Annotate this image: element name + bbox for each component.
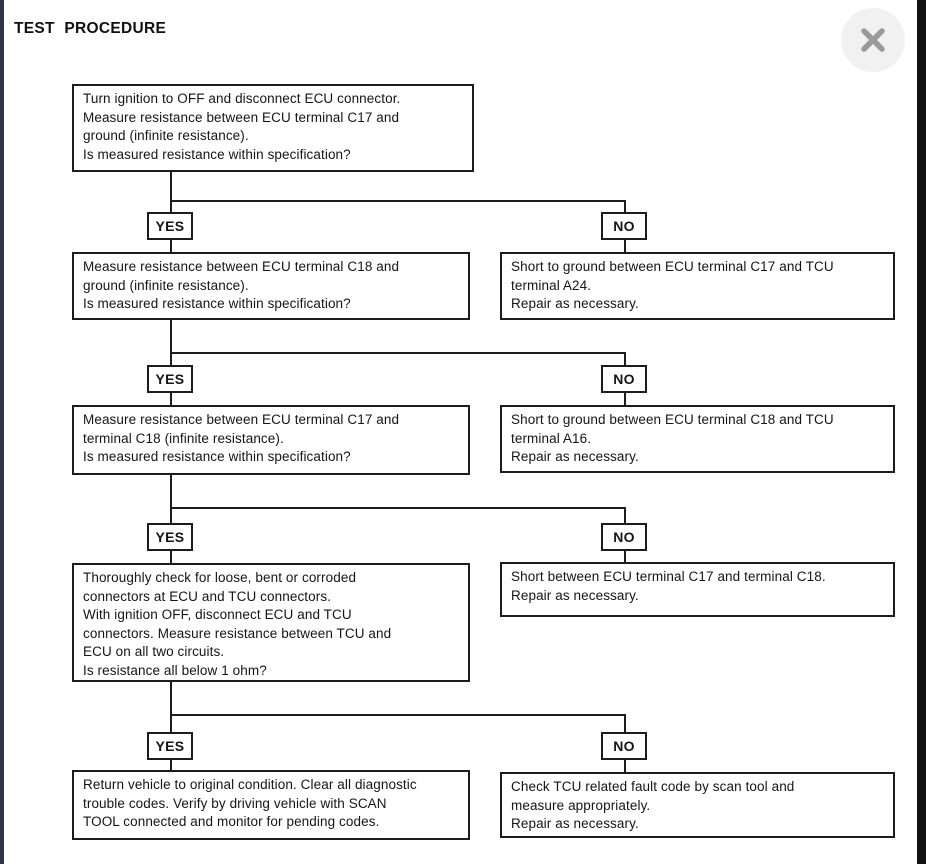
connector-line [624, 507, 626, 523]
step-4-no-action-box: Check TCU related fault code by scan too… [500, 772, 895, 838]
connector-line [624, 760, 626, 772]
yes-badge-1: YES [147, 212, 193, 240]
connector-line [624, 352, 626, 365]
connector-line [170, 714, 626, 716]
step-1-no-action-box: Short to ground between ECU terminal C17… [500, 252, 895, 320]
connector-line [624, 714, 626, 732]
page-title: TEST PROCEDURE [14, 20, 167, 37]
connector-line [170, 320, 172, 365]
connector-line [170, 393, 172, 405]
connector-line [170, 200, 626, 202]
connector-line [170, 760, 172, 770]
step-1-question-box: Turn ignition to OFF and disconnect ECU … [72, 84, 474, 172]
yes-badge-4: YES [147, 732, 193, 760]
connector-line [624, 393, 626, 405]
close-button[interactable] [841, 8, 905, 72]
close-x-icon [858, 25, 888, 55]
step-2-question-box: Measure resistance between ECU terminal … [72, 252, 470, 320]
no-badge-2: NO [601, 365, 647, 393]
success-action-box: Return vehicle to original condition. Cl… [72, 770, 470, 840]
connector-line [170, 475, 172, 523]
no-badge-3: NO [601, 523, 647, 551]
connector-line [170, 682, 172, 732]
connector-line [624, 200, 626, 212]
step-3-question-box: Measure resistance between ECU terminal … [72, 405, 470, 475]
left-edge-strip [0, 0, 4, 864]
step-3-no-action-box: Short between ECU terminal C17 and termi… [500, 562, 895, 617]
connector-line [170, 172, 172, 212]
yes-badge-2: YES [147, 365, 193, 393]
connector-line [170, 551, 172, 563]
step-2-no-action-box: Short to ground between ECU terminal C18… [500, 405, 895, 473]
connector-line [170, 507, 626, 509]
connector-line [170, 240, 172, 252]
connector-line [624, 551, 626, 562]
yes-badge-3: YES [147, 523, 193, 551]
step-4-question-box: Thoroughly check for loose, bent or corr… [72, 563, 470, 682]
no-badge-4: NO [601, 732, 647, 760]
connector-line [624, 240, 626, 252]
no-badge-1: NO [601, 212, 647, 240]
connector-line [170, 352, 626, 354]
right-edge-strip [917, 0, 926, 864]
